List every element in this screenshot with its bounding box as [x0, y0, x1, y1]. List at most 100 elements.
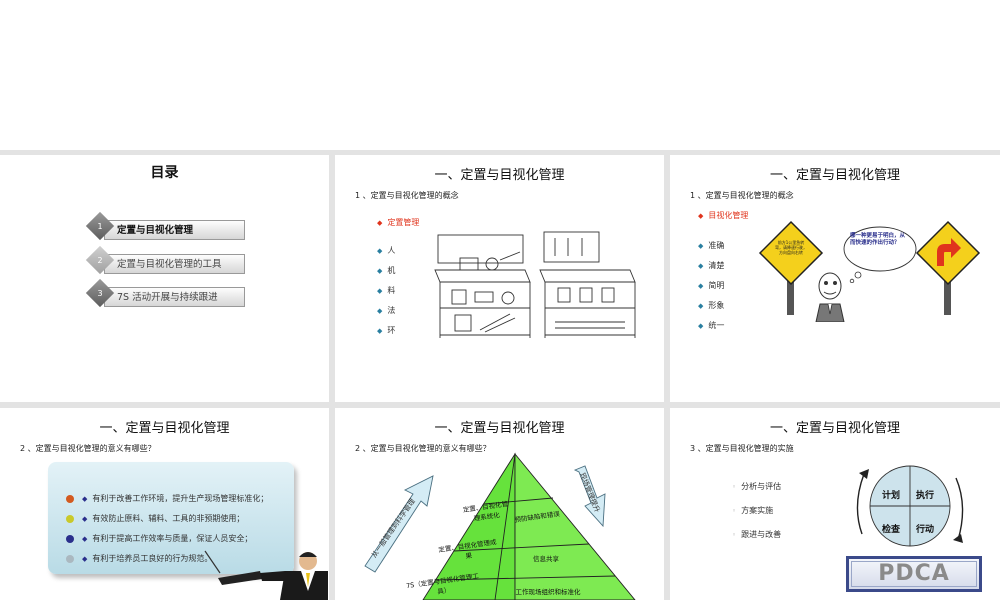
toc-item-label: 7S 活动开展与持续跟进	[104, 287, 245, 307]
toc-item-number: 1	[97, 221, 103, 231]
pyramid-label: 工作现场组织和标准化	[515, 588, 581, 596]
cartoon-man-icon	[815, 272, 845, 322]
concept-heading-label: 定置管理	[387, 218, 420, 227]
slide-meaning-pyramid[interactable]: 一、定置与目视化管理 2 、定置与目视化管理的意义有哪些？ 从一般管理到科学管理…	[335, 408, 664, 600]
pdca-cycle-diagram	[856, 465, 964, 547]
workbench-illustration	[434, 231, 636, 338]
diamond-icon: ◆	[377, 247, 383, 255]
diamond-icon: ◆	[377, 267, 383, 275]
slide-title: 一、定置与目视化管理	[99, 421, 230, 436]
list-item: ◆环	[377, 325, 395, 336]
pyramid-right-face	[514, 452, 636, 600]
list-item: ◆料	[377, 285, 395, 296]
text-warning-sign-icon	[758, 220, 824, 315]
list-item: ◆ 有利于提高工作效率与质量，保证人员安全；	[66, 533, 252, 544]
pdca-label-box: PDCA	[846, 556, 982, 592]
list-item-label: 简明	[708, 281, 725, 290]
list-item: ◦ 方案实施	[732, 505, 773, 516]
list-item: ◆机	[377, 265, 395, 276]
diamond-icon: ◆	[698, 262, 704, 270]
slide-concept-fixed-position[interactable]: 一、定置与目视化管理 1 、定置与目视化管理的概念 ◆定置管理 ◆人 ◆机 ◆料…	[335, 155, 664, 402]
list-item: ◦ 跟进与改善	[732, 529, 781, 540]
toc-item-number: 2	[97, 255, 103, 265]
left-up-arrow	[364, 475, 434, 573]
meaning-panel	[48, 462, 294, 574]
presenter-man-icon	[204, 550, 328, 600]
list-item-label: 有利于改善工作环境，提升生产现场管理标准化；	[92, 494, 269, 503]
toc-item-number: 3	[97, 288, 103, 298]
status-dot	[66, 554, 74, 563]
toc-item-number-badge: 1	[85, 211, 115, 241]
list-item-label: 准确	[708, 241, 725, 250]
list-item: ◆ 形象	[698, 300, 724, 311]
diamond-icon: ◆	[377, 287, 383, 295]
diamond-icon: ◆	[698, 302, 704, 310]
status-dot	[66, 514, 74, 523]
slide-toc[interactable]: 目录 定置与目视化管理 1 定置与目视化管理的工具 2 7S 活动开展与持续跟进…	[0, 155, 329, 402]
slide-title: 一、定置与目视化管理	[769, 421, 900, 436]
diamond-icon: ◆	[82, 535, 88, 543]
dot-icon: ◦	[732, 507, 737, 515]
slide-subtitle: 1 、定置与目视化管理的概念	[355, 191, 459, 200]
slide-title: 一、定置与目视化管理	[434, 168, 565, 183]
dot-icon: ◦	[732, 531, 737, 539]
dot-icon: ◦	[732, 483, 737, 491]
diamond-icon: ◆	[82, 515, 88, 523]
status-dot	[66, 534, 74, 543]
pdca-check: 检查	[882, 525, 901, 535]
concept-heading: ◆ 目视化管理	[698, 210, 748, 221]
diamond-icon: ◆	[82, 495, 88, 503]
toc-item-label: 定置与目视化管理的工具	[104, 254, 245, 274]
pdca-plan: 计划	[882, 491, 901, 501]
list-item-label: 方案实施	[741, 506, 774, 515]
slide-meaning-list[interactable]: 一、定置与目视化管理 2 、定置与目视化管理的意义有哪些？ ◆ 有利于改善工作环境…	[0, 408, 329, 600]
list-item-label: 分析与评估	[741, 482, 782, 491]
list-item: ◆法	[377, 305, 395, 316]
list-item: ◆ 准确	[698, 240, 724, 251]
list-item: ◆统一	[698, 320, 724, 331]
toc-item-number-badge: 2	[85, 245, 115, 275]
list-item: ◦ 分析与评估	[732, 481, 781, 492]
list-item-label: 清楚	[708, 261, 725, 270]
list-item-label: 有利于培养员工良好的行为规范。	[92, 554, 213, 563]
sign-text: 前方1公里急转弯，请降速行驶，方向盘向右转	[775, 240, 807, 255]
slide-subtitle: 1 、定置与目视化管理的概念	[690, 191, 794, 200]
concept-heading: ◆定置管理	[377, 217, 419, 228]
list-item-label: 有利于提高工作效率与质量，保证人员安全；	[92, 534, 253, 543]
list-item-label: 法	[387, 306, 396, 315]
diamond-icon: ◆	[377, 307, 383, 315]
right-down-arrow	[573, 465, 606, 528]
diamond-icon: ◆	[377, 327, 383, 335]
list-item-label: 料	[387, 286, 396, 295]
speech-bubble-text: 哪一种更易于明白，从而快速的作出行动？	[850, 233, 906, 246]
speech-bubble-shape	[843, 226, 917, 283]
diamond-icon: ◆	[82, 555, 88, 563]
red-diamond-icon: ◆	[698, 212, 704, 220]
arrow-warning-sign-icon	[915, 220, 981, 315]
toc-item-3[interactable]: 7S 活动开展与持续跟进 3	[85, 278, 245, 308]
slide-title: 目录	[150, 165, 179, 181]
toc-item-1[interactable]: 定置与目视化管理 1	[85, 211, 245, 241]
list-item: ◆简明	[698, 280, 724, 291]
toc-item-label: 定置与目视化管理	[104, 220, 245, 240]
list-item: ◆ 有利于改善工作环境，提升生产现场管理标准化；	[66, 493, 268, 504]
slide-implementation[interactable]: 一、定置与目视化管理 3 、定置与目视化管理的实施 ◦ 分析与评估 ◦ 方案实施 ◦…	[670, 408, 1000, 600]
list-item-label: 人	[387, 246, 396, 255]
list-item: ◆ 清楚	[698, 260, 724, 271]
slide-subtitle: 3 、定置与目视化管理的实施	[690, 444, 794, 453]
list-item-label: 机	[387, 266, 396, 275]
diamond-icon: ◆	[698, 322, 704, 330]
list-item-label: 环	[387, 326, 396, 335]
slide-subtitle: 2 、定置与目视化管理的意义有哪些？	[20, 444, 156, 453]
slide-subtitle: 2 、定置与目视化管理的意义有哪些？	[355, 444, 491, 453]
toc-item-number-badge: 3	[85, 278, 115, 308]
slide-concept-visual[interactable]: 一、定置与目视化管理 1 、定置与目视化管理的概念 ◆目视化管理 ◆准确 ◆清楚…	[670, 155, 1000, 402]
diamond-icon: ◆	[698, 242, 704, 250]
list-item-label: 跟进与改善	[741, 530, 782, 539]
concept-heading-label: 目视化管理	[708, 211, 749, 220]
toc-item-2[interactable]: 定置与目视化管理的工具 2	[85, 245, 245, 275]
list-item-label: 形象	[708, 301, 725, 310]
list-item-label: 有效防止原料、辅料、工具的非预期使用；	[92, 514, 245, 523]
status-dot	[66, 494, 74, 503]
list-item: ◆人	[377, 245, 395, 256]
